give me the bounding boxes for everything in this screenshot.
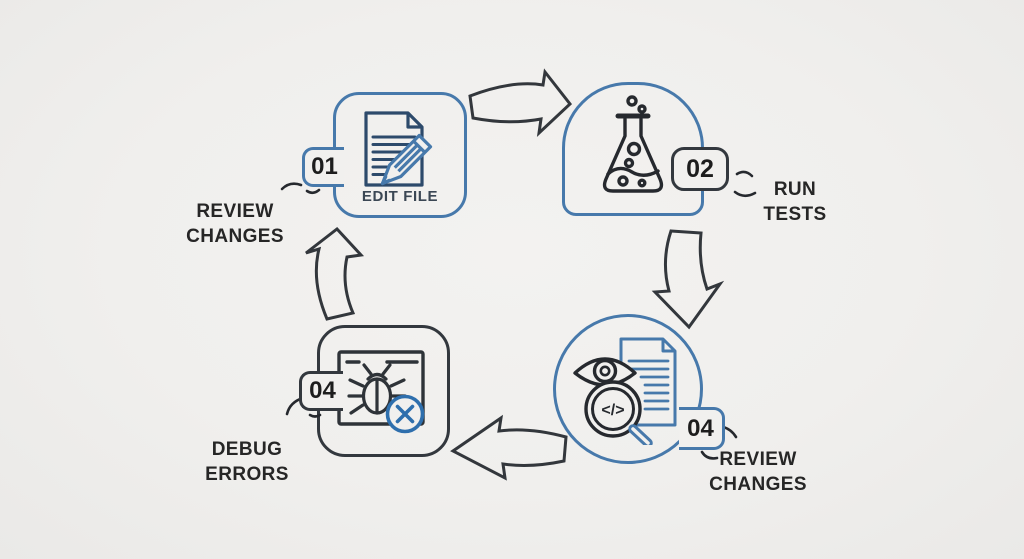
flask-icon xyxy=(602,95,664,193)
node-debug-errors xyxy=(317,325,450,457)
step-number-badge-04-bottom-left: 04 xyxy=(299,371,343,411)
arrow-top-right-icon xyxy=(468,68,573,138)
step-number-badge-02: 02 xyxy=(671,147,729,191)
arrow-right-down-icon xyxy=(651,229,725,330)
edit-file-label: EDIT FILE xyxy=(361,188,439,205)
node-run-tests xyxy=(562,82,704,216)
label-run-tests: RUN TESTS xyxy=(763,179,827,225)
step-number-badge-01: 01 xyxy=(302,147,344,187)
bug-error-icon xyxy=(336,350,425,434)
code-glyph: </> xyxy=(601,402,624,419)
node-review-changes: </> xyxy=(553,314,703,464)
document-pencil-icon xyxy=(364,111,433,187)
label-review-changes-top: REVIEW CHANGES xyxy=(186,201,284,247)
step-number-badge-04-bottom-right: 04 xyxy=(679,407,725,450)
label-review-changes-bottom: REVIEW CHANGES xyxy=(709,449,807,495)
label-debug-errors: DEBUG ERRORS xyxy=(205,439,289,485)
code-review-magnifier-icon: </> xyxy=(573,337,677,445)
node-edit-file: EDIT FILE xyxy=(333,92,467,218)
arrow-bottom-left-icon xyxy=(450,414,568,481)
